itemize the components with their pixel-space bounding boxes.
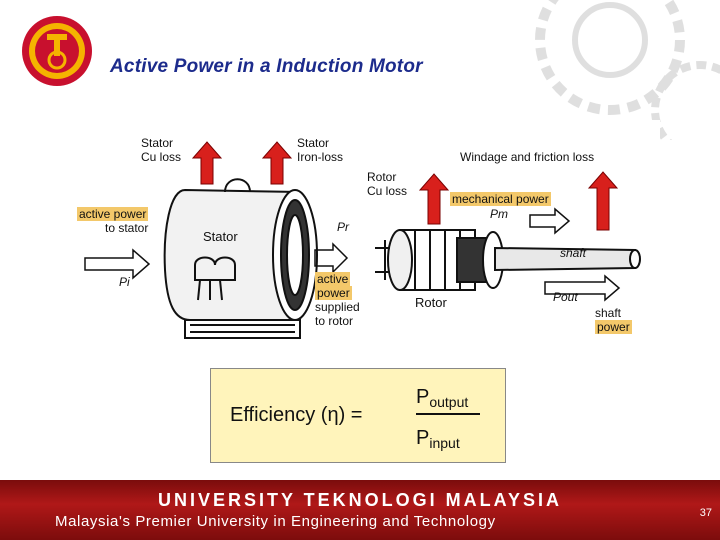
label-pout: Pout	[553, 290, 578, 304]
stator-body-icon	[163, 178, 318, 339]
university-logo	[22, 16, 92, 86]
motor-power-flow-diagram: Stator Cu loss Stator Iron-loss Rotor Cu…	[75, 120, 660, 360]
power-flow-arrows	[84, 207, 621, 302]
background-gears-icon	[535, 0, 720, 140]
label-active-power-stator: active power to stator	[77, 207, 149, 235]
label-shaft: shaft	[560, 246, 587, 260]
fraction-bar	[416, 413, 480, 415]
rotor-cu-loss-arrow	[418, 173, 450, 225]
label-pm: Pm	[490, 207, 508, 221]
footer-university-name: UNIVERSITY TEKNOLOGI MALAYSIA	[157, 490, 563, 510]
page-number: 37	[699, 507, 712, 519]
footer-tagline: Malaysia's Premier University in Enginee…	[55, 513, 496, 530]
label-stator-cu-loss: Stator Cu loss	[141, 136, 182, 164]
label-pi: Pi	[119, 275, 130, 289]
label-shaft-power: shaft power	[595, 306, 632, 334]
label-mechanical-power: mechanical power	[450, 192, 551, 206]
stator-cu-loss-arrow	[191, 141, 223, 185]
label-active-power-rotor: active power supplied to rotor	[315, 272, 360, 328]
motor-drawing	[84, 141, 641, 339]
label-rotor-cu-loss: Rotor Cu loss	[367, 170, 408, 198]
label-stator-iron-loss: Stator Iron-loss	[297, 136, 344, 164]
rotor-icon	[375, 229, 504, 291]
slide-title: Active Power in a Induction Motor	[110, 56, 423, 77]
label-windage-loss: Windage and friction loss	[460, 150, 595, 164]
stator-iron-loss-arrow	[261, 141, 293, 185]
label-stator: Stator	[203, 229, 238, 244]
formula-numerator: Poutput	[416, 386, 469, 410]
formula-denominator: Pinput	[416, 427, 460, 451]
efficiency-formula-box: Efficiency (η) = Poutput Pinput	[210, 368, 506, 463]
shaft-icon	[494, 246, 641, 272]
loss-arrows	[191, 141, 619, 231]
label-rotor: Rotor	[415, 295, 447, 310]
footer-band: UNIVERSITY TEKNOLOGI MALAYSIA Malaysia's…	[0, 480, 720, 540]
label-pr: Pr	[337, 220, 349, 234]
efficiency-label: Efficiency (η) =	[230, 404, 363, 426]
windage-loss-arrow	[587, 171, 619, 231]
